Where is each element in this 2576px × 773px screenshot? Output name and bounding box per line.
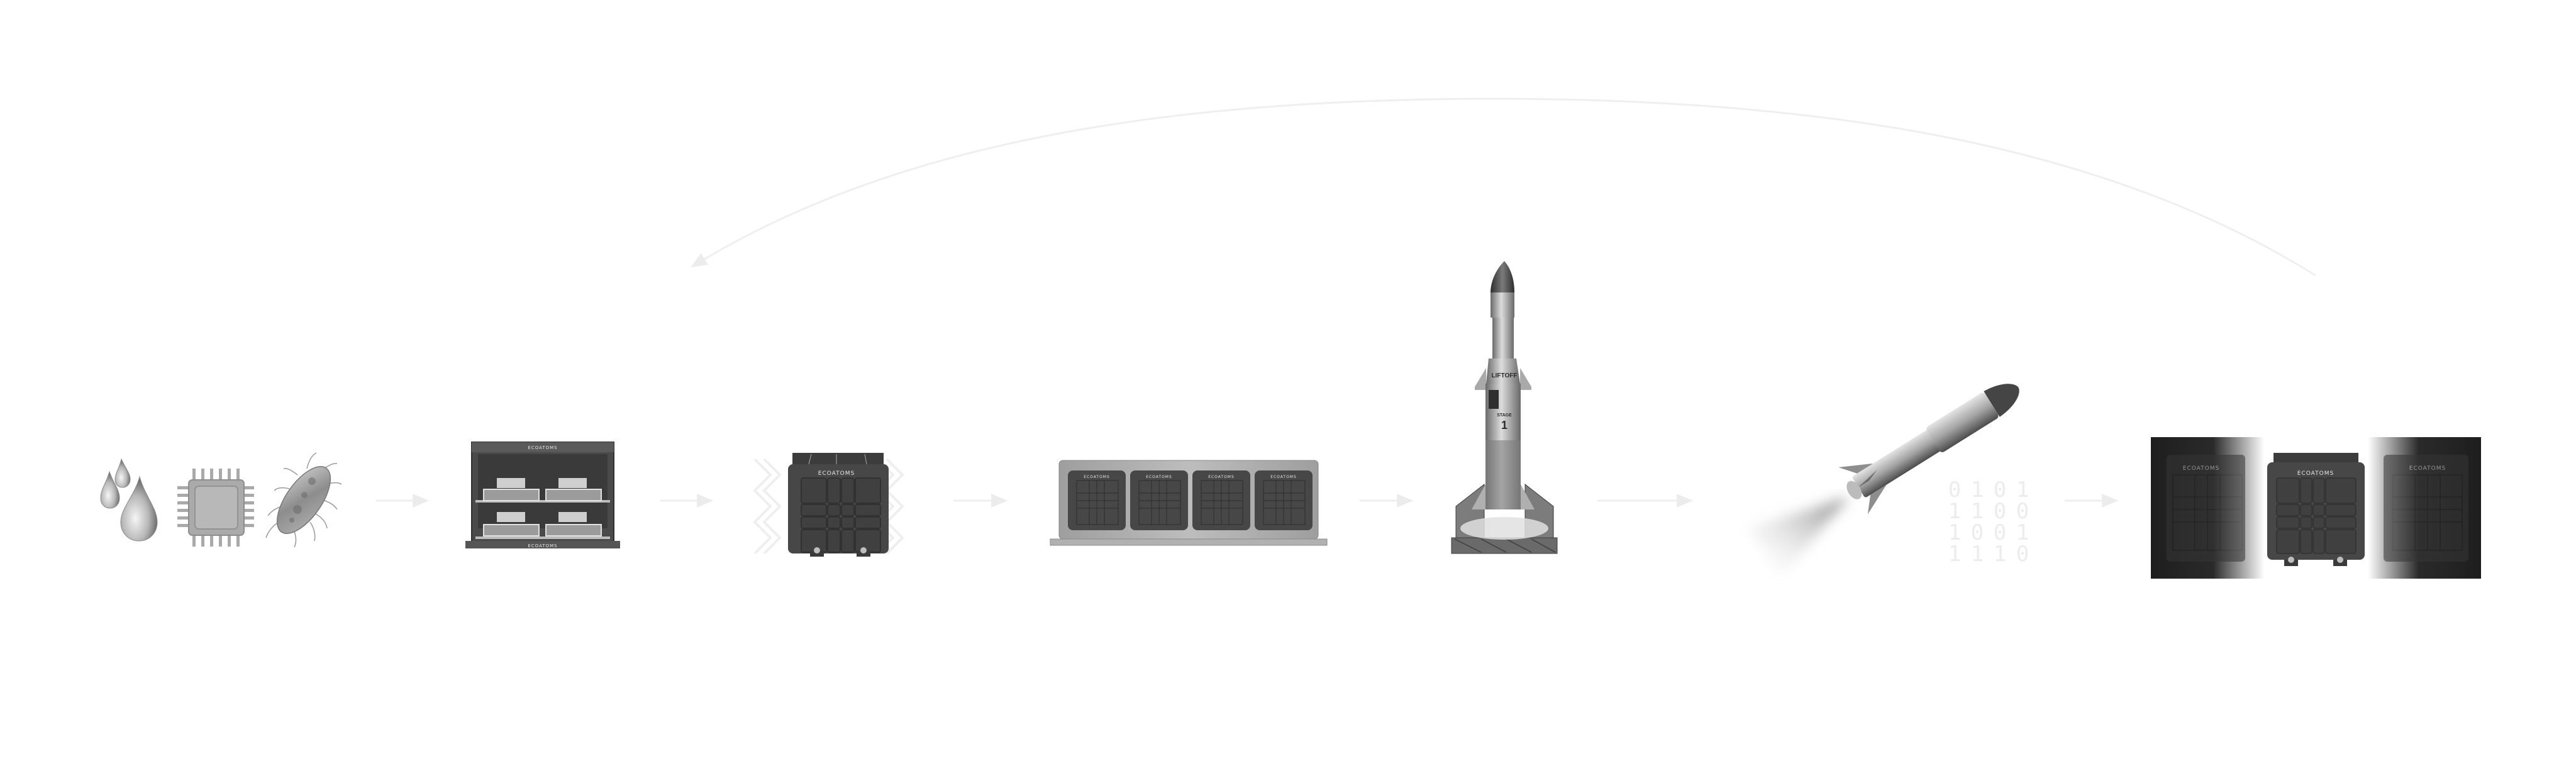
binary-digit: 0: [2016, 499, 2029, 524]
returned-module-right: ECOATOMS: [2384, 455, 2468, 562]
flying-rocket-icon: [1748, 384, 2019, 579]
binary-digit: 0: [1948, 477, 1962, 503]
brand-label: ECOATOMS: [1270, 475, 1297, 479]
binary-digit: 0: [1993, 477, 2007, 503]
brand-label: ECOATOMS: [1146, 475, 1172, 479]
binary-digit: 0: [2016, 542, 2029, 567]
binary-digit: 0: [1993, 520, 2007, 545]
water-drops-icon: [100, 458, 158, 542]
binary-data-grid: 0 1 0 1 1 1 0 0 1 0 0 1 1 1 1 0: [1943, 479, 2034, 565]
brand-label: ECOATOMS: [818, 470, 855, 477]
brand-label: ECOATOMS: [2409, 465, 2446, 472]
binary-row: 1 1 1 0: [1943, 543, 2034, 565]
cartridge-bottom-left: [483, 512, 540, 537]
binary-digit: 1: [2016, 520, 2029, 545]
cube-module-icon: ECOATOMS: [788, 453, 889, 557]
bacterium-icon: [265, 452, 342, 548]
binary-digit: 1: [2016, 477, 2029, 503]
feedback-arc-arrow: [691, 97, 2316, 277]
stage-flight: 0 1 0 1 1 1 0 0 1 0 0 1 1 1 1 0: [1723, 365, 2050, 591]
stage-launch: LIFTOFF STAGE 1: [1451, 261, 1558, 554]
brand-label: ECOATOMS: [2183, 465, 2219, 472]
stage-incubator: ECOATOMS ECOATOMS: [465, 442, 620, 548]
rocket-stage-label: STAGE: [1497, 413, 1512, 418]
rocket-label: LIFTOFF: [1492, 372, 1518, 379]
microchip-icon: [177, 469, 254, 547]
brand-label: ECOATOMS: [1084, 475, 1110, 479]
binary-row: 1 0 0 1: [1943, 522, 2034, 543]
binary-digit: 1: [1970, 477, 1984, 503]
binary-digit: 1: [1948, 542, 1962, 567]
binary-digit: 1: [1948, 520, 1962, 545]
brand-label: ECOATOMS: [528, 543, 557, 548]
stage-rack: ECOATOMS ECOATOMS ECOATOMS ECOATOMS: [1050, 460, 1328, 546]
returned-module-center: ECOATOMS: [2267, 453, 2365, 566]
cartridge-top-right: [545, 478, 602, 501]
brand-label: ECOATOMS: [2297, 470, 2334, 477]
brand-label: ECOATOMS: [528, 445, 557, 450]
binary-row: 0 1 0 1: [1943, 479, 2034, 501]
vibration-icon: [753, 458, 904, 555]
cartridge-bottom-right: [545, 512, 602, 537]
binary-digit: 1: [1970, 542, 1984, 567]
binary-digit: 1: [1970, 499, 1984, 524]
brand-label: ECOATOMS: [1208, 475, 1235, 479]
binary-digit: 1: [1993, 542, 2007, 567]
stage-inputs: [94, 450, 346, 550]
cartridge-top-left: [483, 478, 540, 501]
rocket-stage-number: 1: [1501, 419, 1507, 431]
stage-return: ECOATOMS ECOATOMS ECOATOMS: [2151, 437, 2481, 579]
binary-digit: 0: [1993, 499, 2007, 524]
binary-row: 1 1 0 0: [1943, 501, 2034, 522]
binary-digit: 0: [1970, 520, 1984, 545]
returned-module-left: ECOATOMS: [2167, 455, 2245, 562]
binary-digit: 1: [1948, 499, 1962, 524]
stage-cube-module: ECOATOMS: [742, 440, 912, 557]
